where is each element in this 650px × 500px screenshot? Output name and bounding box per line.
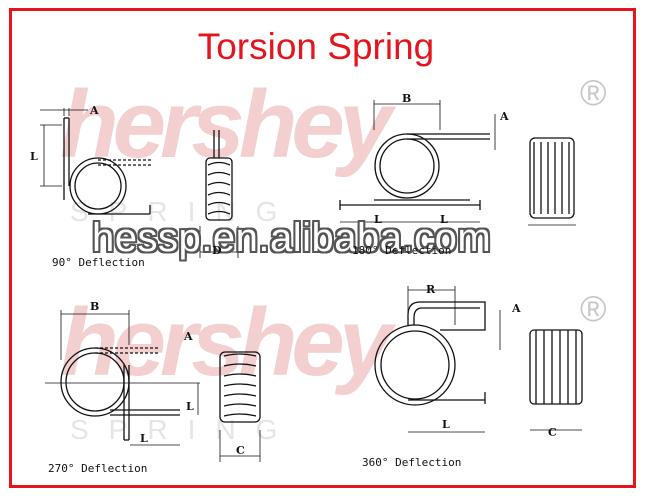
spring-watermark-bottom: SPRING bbox=[70, 414, 298, 445]
spring-90-diagram bbox=[40, 108, 239, 258]
registered-mark-top: ® bbox=[580, 72, 607, 113]
label-90-a: A bbox=[90, 104, 99, 117]
caption-180: 180° Deflection bbox=[352, 244, 452, 257]
label-180-a: A bbox=[500, 110, 509, 123]
label-270-c: C bbox=[236, 444, 245, 457]
spring-270-diagram bbox=[45, 310, 261, 462]
caption-270: 270° Deflection bbox=[48, 462, 148, 475]
page-title: Torsion Spring bbox=[197, 26, 435, 67]
label-180-l1: L bbox=[374, 213, 382, 226]
registered-mark-bottom: ® bbox=[580, 288, 607, 329]
label-360-r: R bbox=[426, 283, 436, 296]
label-270-l2: L bbox=[186, 400, 194, 413]
spring-180-diagram bbox=[339, 100, 576, 226]
label-180-b: B bbox=[402, 92, 412, 105]
label-270-b: B bbox=[90, 300, 100, 313]
label-360-l: L bbox=[442, 418, 450, 431]
url-watermark: hessp.en.alibaba.com bbox=[92, 216, 492, 260]
caption-360: 360° Deflection bbox=[362, 456, 462, 469]
label-90-l: L bbox=[30, 150, 38, 163]
spring-watermark-top: SPRING bbox=[70, 196, 298, 227]
label-360-c: C bbox=[548, 426, 557, 439]
spring-360-diagram bbox=[374, 286, 583, 433]
brand-watermark-bottom: hershey bbox=[60, 289, 392, 396]
label-90-d: D bbox=[212, 244, 222, 257]
label-360-a: A bbox=[512, 302, 521, 315]
outer-frame bbox=[9, 8, 636, 488]
caption-90: 90° Deflection bbox=[52, 256, 145, 269]
label-270-a: A bbox=[184, 330, 193, 343]
label-270-l1: L bbox=[140, 432, 148, 445]
label-180-l2: L bbox=[440, 213, 448, 226]
